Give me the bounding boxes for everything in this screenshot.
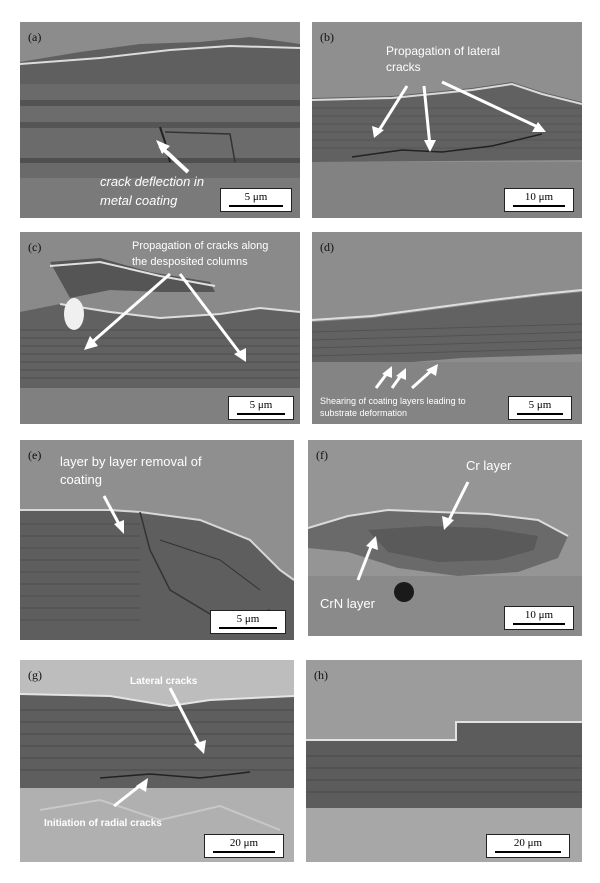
panel-c: (c) Propagation of cracks along the desp… — [20, 232, 300, 424]
annotation-a-2: metal coating — [100, 193, 178, 208]
scale-bar-b-text: 10 μm — [524, 191, 554, 203]
panel-f: (f) Cr layer CrN layer 10 μm — [308, 440, 582, 636]
annotation-e-2: coating — [60, 472, 102, 487]
sem-image-f — [308, 440, 582, 636]
scale-bar-c-text: 5 μm — [249, 399, 273, 411]
scale-bar-h: 20 μm — [486, 834, 570, 858]
annotation-a-1: crack deflection in — [100, 174, 205, 189]
scale-bar-f: 10 μm — [504, 606, 574, 630]
scale-bar-b: 10 μm — [504, 188, 574, 212]
panel-d: (d) Shearing of coating layers leading t… — [312, 232, 582, 424]
scale-bar-d-text: 5 μm — [528, 399, 552, 411]
scale-bar-a-text: 5 μm — [244, 191, 268, 203]
annotation-g-1: Lateral cracks — [130, 676, 198, 687]
panel-a: (a) crack deflection in metal coating 5 … — [20, 22, 300, 218]
annotation-f-1: Cr layer — [466, 458, 512, 473]
scale-bar-g: 20 μm — [204, 834, 284, 858]
panel-label-f: (f) — [316, 448, 328, 462]
annotation-c-1: Propagation of cracks along — [132, 240, 269, 252]
panel-label-e: (e) — [28, 448, 42, 462]
panel-label-d: (d) — [320, 240, 334, 254]
scale-bar-e-text: 5 μm — [236, 613, 260, 625]
panel-label-h: (h) — [314, 668, 328, 682]
sem-image-a — [20, 22, 300, 218]
scale-bar-c: 5 μm — [228, 396, 294, 420]
panel-label-b: (b) — [320, 30, 334, 44]
annotation-d-1: Shearing of coating layers leading to — [320, 396, 466, 406]
panel-label-g: (g) — [28, 668, 42, 682]
panel-e: (e) layer by layer removal of coating 5 … — [20, 440, 294, 640]
scale-bar-f-text: 10 μm — [524, 609, 554, 621]
scale-bar-d: 5 μm — [508, 396, 572, 420]
scale-bar-h-text: 20 μm — [513, 837, 543, 849]
panel-label-a: (a) — [28, 30, 42, 44]
panel-b: (b) Propagation of lateral cracks 10 μm — [312, 22, 582, 218]
scale-bar-g-text: 20 μm — [229, 837, 259, 849]
annotation-b-1: Propagation of lateral — [386, 44, 501, 58]
sem-image-g — [20, 660, 294, 862]
annotation-d-2: substrate deformation — [320, 408, 408, 418]
scale-bar-a: 5 μm — [220, 188, 292, 212]
panel-h: (h) 20 μm — [306, 660, 582, 862]
annotation-g-2: Initiation of radial cracks — [44, 818, 162, 829]
annotation-b-2: cracks — [386, 60, 421, 74]
annotation-e-1: layer by layer removal of — [60, 454, 202, 469]
panel-g: (g) Lateral cracks Initiation of radial … — [20, 660, 294, 862]
scale-bar-e: 5 μm — [210, 610, 286, 634]
sem-image-e — [20, 440, 294, 640]
annotation-f-2: CrN layer — [320, 596, 375, 611]
sem-image-b — [312, 22, 582, 218]
annotation-c-2: the desposited columns — [132, 256, 248, 268]
panel-label-c: (c) — [28, 240, 42, 254]
sem-image-h — [306, 660, 582, 862]
sem-image-c — [20, 232, 300, 424]
